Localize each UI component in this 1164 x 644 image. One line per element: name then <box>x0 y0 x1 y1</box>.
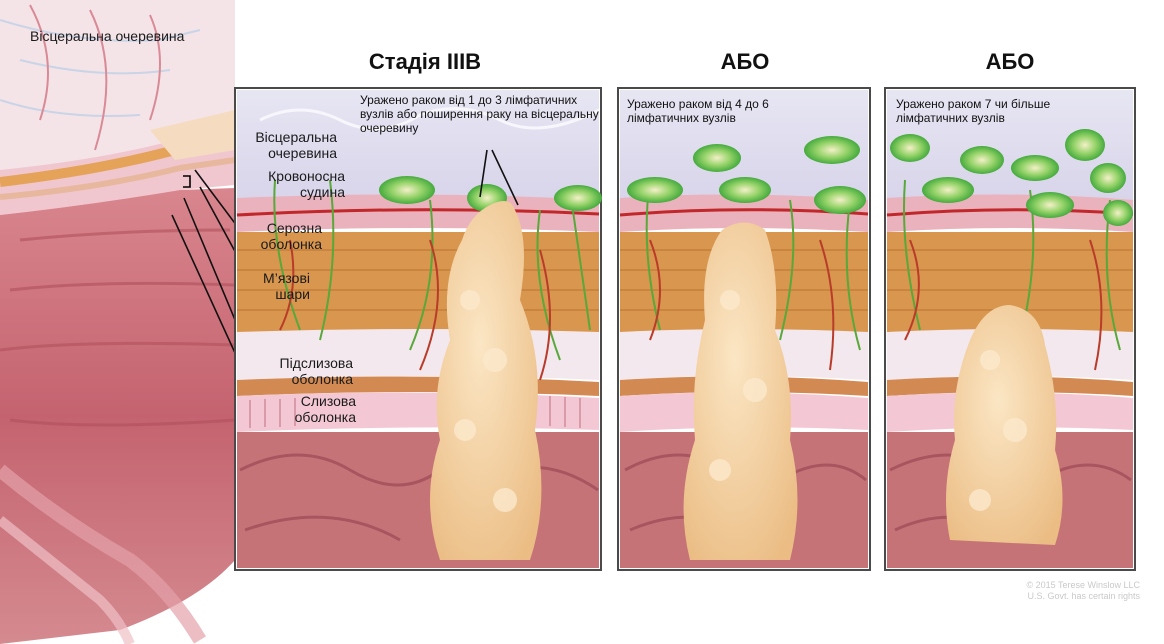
tumor <box>430 201 542 560</box>
lymph-node <box>554 185 602 211</box>
label-muscle-layers: М’язові шари <box>263 270 310 302</box>
label-blood-vessel: Кровоносна судина <box>268 168 345 200</box>
label-serosa: Серозна оболонка <box>260 220 322 252</box>
lymph-node <box>1065 129 1105 161</box>
panel-2-caption: Уражено раком від 4 до 6 лімфатичних вуз… <box>627 97 769 125</box>
colon-lumen <box>0 188 235 644</box>
lymph-node <box>1103 200 1133 226</box>
lymph-node <box>960 146 1004 174</box>
lymph-node <box>804 136 860 164</box>
panel-stage-iiib <box>234 87 602 571</box>
label-submucosa: Підслизова оболонка <box>279 355 353 387</box>
lymph-node <box>627 177 683 203</box>
copyright-notice: © 2015 Terese Winslow LLC U.S. Govt. has… <box>1026 580 1140 601</box>
lymph-node <box>890 134 930 162</box>
panel-3-caption: Уражено раком 7 чи більше лімфатичних ву… <box>896 97 1051 125</box>
lymph-node <box>379 176 435 204</box>
lymph-node <box>1090 163 1126 193</box>
panel-3-title: АБО <box>985 49 1035 74</box>
label-mucosa: Слизова оболонка <box>294 393 356 425</box>
panel-2-title: АБО <box>720 49 770 74</box>
panel-1-caption: Уражено раком від 1 до 3 лімфатичних вуз… <box>360 93 599 135</box>
panel-7-or-more-nodes <box>884 87 1136 571</box>
lymph-node <box>719 177 771 203</box>
lymph-node <box>814 186 866 214</box>
label-visceral-peritoneum: Вісцеральна очеревина <box>255 129 337 161</box>
lymph-node <box>1011 155 1059 181</box>
lymph-node <box>1026 192 1074 218</box>
panel-4-to-6-nodes <box>617 87 871 571</box>
lymph-node <box>693 144 741 172</box>
lymph-node <box>922 177 974 203</box>
panel-1-title: Стадія IIIB <box>368 49 482 74</box>
top-visceral-peritoneum-label: Вісцеральна очеревина <box>30 28 185 44</box>
colon-cutaway <box>0 0 236 644</box>
